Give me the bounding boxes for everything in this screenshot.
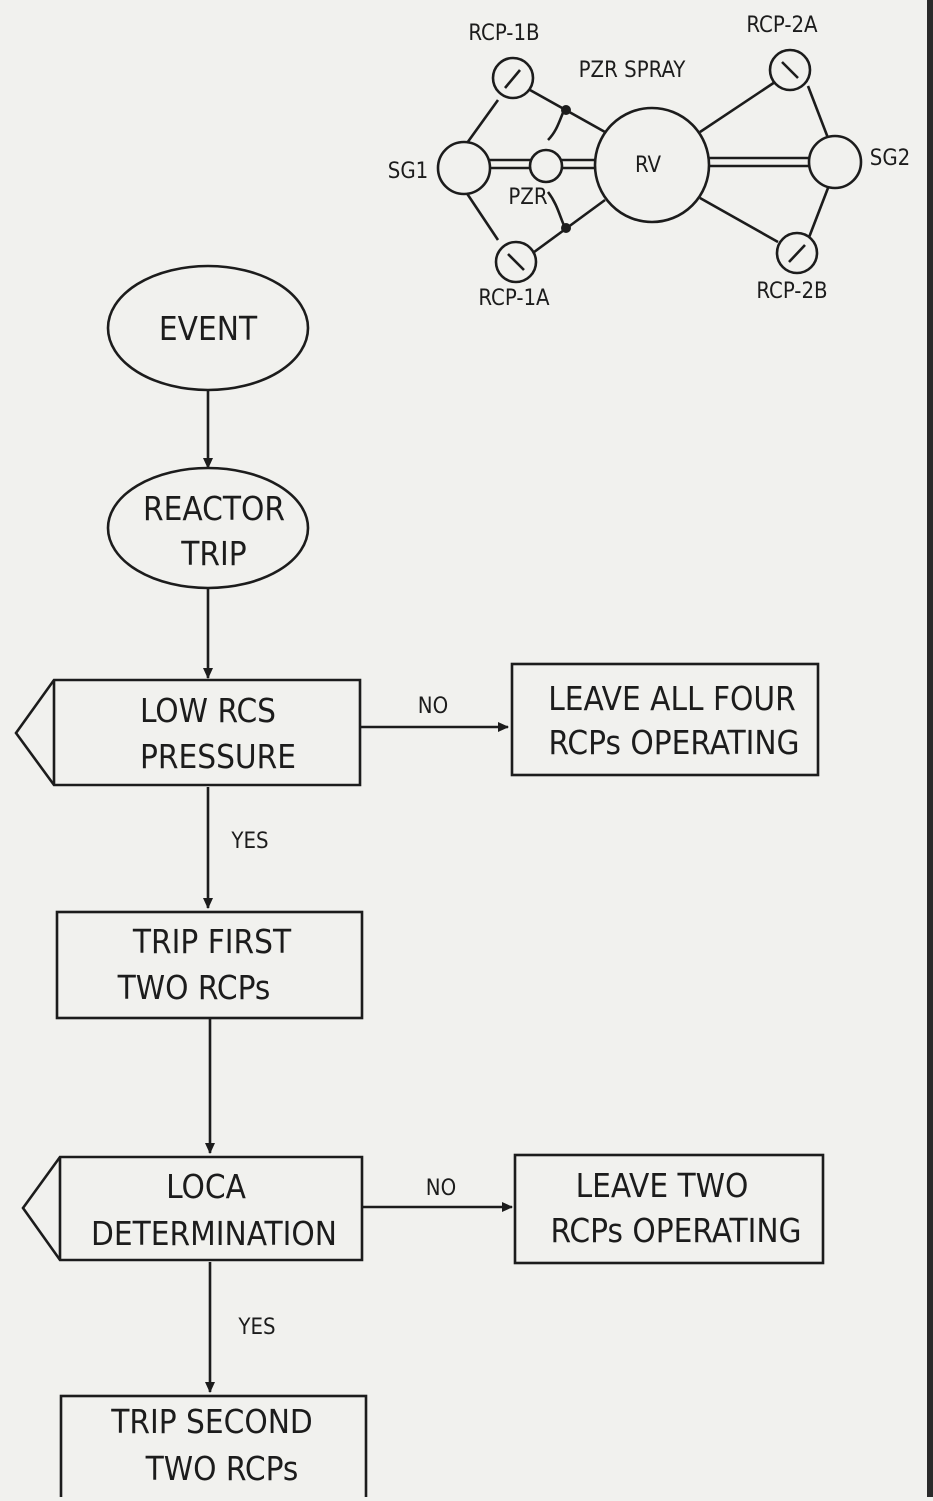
leave-all-four-label-line1: LEAVE ALL FOUR (548, 679, 796, 718)
loop-line-rcp2a-sg2 (806, 85, 830, 139)
hot-leg-right (705, 156, 812, 168)
loca-determination-decision (21, 1155, 364, 1262)
trip-first-two-label-line2: TWO RCPs (117, 968, 271, 1007)
low-rcs-pressure-label-line1: LOW RCS (140, 691, 276, 730)
low-rcs-pressure-decision (14, 678, 362, 787)
sg2-circle (807, 134, 863, 190)
leave-all-four-label-line2: RCPs OPERATING (548, 723, 799, 762)
trip-second-two-label-line2: TWO RCPs (145, 1449, 299, 1488)
loop-line-rv-rcp2a (699, 80, 776, 134)
reactor-trip-label-line1: REACTOR (143, 489, 285, 528)
pzr-circle (528, 148, 564, 184)
reactor-trip-label-line2: TRIP (180, 534, 246, 573)
rcp-1b-impeller-icon (504, 69, 521, 89)
event-oval (106, 264, 310, 392)
trip-second-two-box (59, 1394, 368, 1501)
leave-two-label-line1: LEAVE TWO (576, 1166, 749, 1205)
rcp-1b-label: RCP-1B (468, 21, 539, 46)
sg1-label: SG1 (388, 159, 429, 184)
rv-circle (593, 106, 711, 224)
reactor-trip-oval (106, 466, 310, 590)
leave-two-box (513, 1153, 825, 1265)
pzr-spray-label: PZR SPRAY (579, 58, 687, 83)
loca-determination-label-line1: LOCA (166, 1167, 246, 1206)
scan-edge-line (927, 0, 933, 1497)
rcp-2b-impeller-icon (788, 244, 806, 263)
spray-valve-bottom (561, 223, 571, 233)
low-rcs-pressure-label-line2: PRESSURE (140, 737, 296, 776)
spray-valve-top (561, 105, 571, 115)
trip-first-two-label-line1: TRIP FIRST (132, 922, 292, 961)
no-label-1: NO (418, 694, 448, 719)
event-label: EVENT (159, 309, 258, 348)
trip-second-two-label-line1: TRIP SECOND (110, 1402, 313, 1441)
leave-two-label-line2: RCPs OPERATING (550, 1211, 801, 1250)
rv-label: RV (635, 153, 662, 178)
pzr-label: PZR (508, 185, 547, 210)
leave-all-four-box (510, 662, 820, 777)
rcp-2a-label: RCP-2A (746, 13, 818, 38)
sg1-circle (436, 140, 492, 196)
loop-line-rcp2b-sg2 (806, 187, 830, 241)
rcp-2a-impeller-icon (781, 61, 799, 79)
no-label-2: NO (426, 1176, 456, 1201)
rcp-1a-impeller-icon (507, 253, 525, 271)
trip-first-two-box (55, 910, 364, 1020)
rcp-1a-label: RCP-1A (478, 286, 550, 311)
loop-line-rv-rcp2b (699, 196, 779, 244)
rcp-trip-flowchart: EVENT REACTOR TRIP LOW RCS PRESSURE NO L… (14, 264, 825, 1501)
loca-determination-label-line2: DETERMINATION (91, 1214, 337, 1253)
sg2-label: SG2 (870, 146, 911, 171)
yes-label-2: YES (237, 1315, 275, 1340)
rcs-schematic: RCP-1B RCP-2A PZR SPRAY SG1 SG2 RV PZR R… (388, 13, 911, 311)
yes-label-1: YES (230, 829, 268, 854)
rcp-2b-label: RCP-2B (756, 279, 827, 304)
